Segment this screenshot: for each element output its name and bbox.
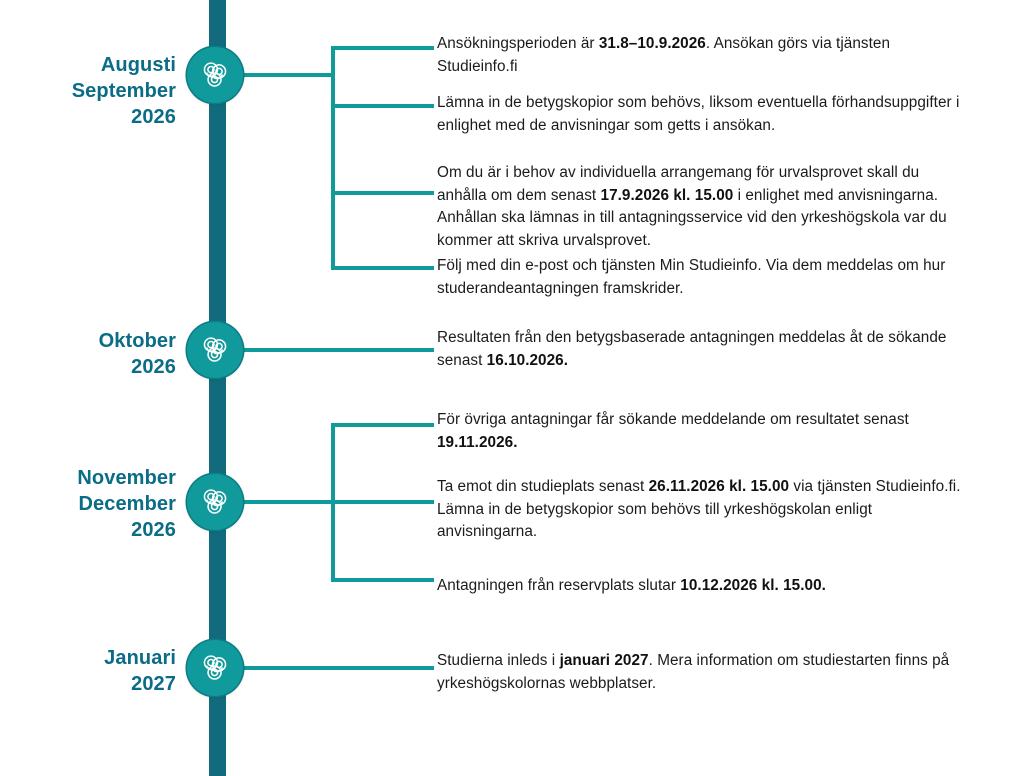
note-ansokningsperiod: Ansökningsperioden är 31.8–10.9.2026. An… [437,33,967,78]
milestone-label-nov-dec-2026: November December 2026 [77,467,176,541]
note-text: . Ansökan görs via tjänsten Studieinfo.f… [437,35,891,75]
note-text: i enlighet med anvisningarna. Anhållan s… [437,186,947,249]
timeline-spine [209,0,226,776]
trefoil-knot-icon [197,57,233,93]
note-studiestart: Studierna inleds i januari 2027. Mera in… [437,650,967,695]
connector-bracket-aug-sep-2026 [331,48,335,270]
milestone-node-okt-2026[interactable] [187,322,243,378]
note-text: via tjänsten Studieinfo.fi. Lämna in de … [437,478,961,540]
note-betygskopior: Lämna in de betygskopior som behövs, lik… [437,92,967,137]
emphasis-date: 17.9.2026 kl. 15.00 [600,186,734,204]
note-text: Lämna in de betygskopior som behövs, lik… [437,94,960,134]
note-text: . Mera information om studiestarten finn… [437,652,950,692]
note-text: Antagningen från reservplats slutar [437,577,681,594]
trefoil-knot-icon [197,484,233,520]
trefoil-knot-icon [197,332,233,368]
note-reservplats: Antagningen från reservplats slutar 10.1… [437,575,967,598]
note-text: Resultaten från den betygsbaserade antag… [437,329,947,369]
note-ta-emot-studieplats: Ta emot din studieplats senast 26.11.202… [437,476,967,544]
note-individuella-arrangemang: Om du är i behov av individuella arrange… [437,162,967,252]
note-text: Följ med din e-post och tjänsten Min Stu… [437,257,946,297]
connector-stem-okt-2026 [241,348,434,352]
connector-branch-2 [331,104,434,108]
emphasis-date: 16.10.2026. [486,351,569,369]
connector-branch-4 [331,266,434,270]
note-text: Ansökningsperioden är [437,35,599,52]
emphasis-date: januari 2027 [559,652,649,669]
milestone-node-nov-dec-2026[interactable] [187,474,243,530]
connector-branch-7 [331,578,434,582]
note-text: Studierna inleds i [437,652,560,669]
milestone-node-aug-sep-2026[interactable] [187,47,243,103]
connector-stem-nov-dec-2026 [241,500,334,504]
milestone-label-aug-sep-2026: Augusti September 2026 [71,54,176,128]
note-betygsbaserad-antagning: Resultaten från den betygsbaserade antag… [437,327,967,372]
connector-branch-6 [331,500,434,504]
note-text: För övriga antagningar får sökande medde… [437,411,909,428]
milestone-label-jan-2027: Januari 2027 [104,647,176,695]
connector-stem-aug-sep-2026 [241,73,334,77]
emphasis-date: 26.11.2026 kl. 15.00 [648,478,790,495]
note-min-studieinfo: Följ med din e-post och tjänsten Min Stu… [437,255,967,300]
emphasis-date: 10.12.2026 kl. 15.00. [680,577,826,594]
connector-branch-1 [331,46,434,50]
emphasis-date: 31.8–10.9.2026 [598,35,706,52]
note-text: Om du är i behov av individuella arrange… [437,164,920,204]
trefoil-knot-icon [197,650,233,686]
connector-branch-5 [331,423,434,427]
milestone-node-jan-2027[interactable] [187,640,243,696]
note-text: Ta emot din studieplats senast [437,478,649,495]
connector-branch-3 [331,191,434,195]
connector-stem-jan-2027 [241,666,434,670]
emphasis-date: 19.11.2026. [437,433,518,451]
milestone-label-okt-2026: Oktober 2026 [98,330,176,378]
note-ovriga-antagningar: För övriga antagningar får sökande medde… [437,409,967,454]
